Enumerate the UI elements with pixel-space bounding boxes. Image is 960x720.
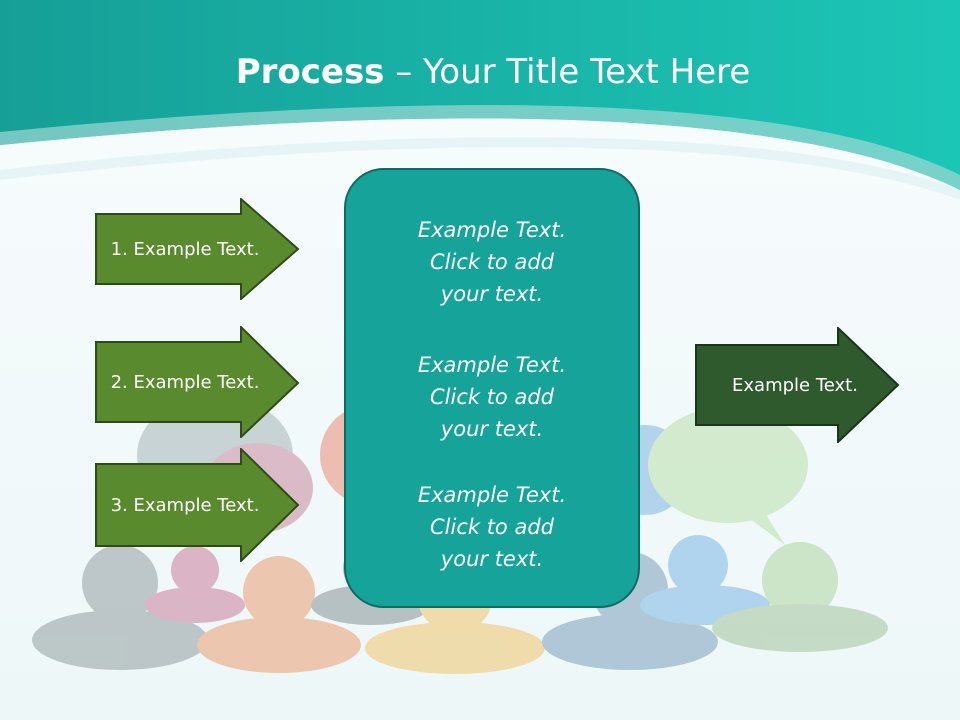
result-arrow[interactable]: Example Text. [695, 327, 900, 443]
step-label-2: 2. Example Text. [110, 371, 260, 393]
step-arrow-1[interactable]: 1. Example Text. [95, 198, 300, 300]
center-paragraph-1: Example Text. Click to add your text. [346, 214, 638, 310]
center-paragraph-2: Example Text. Click to add your text. [346, 349, 638, 445]
result-label: Example Text. [732, 374, 858, 396]
paragraph-3-line-2: Click to add [429, 515, 554, 539]
paragraph-2-line-3: your text. [440, 417, 544, 441]
step-arrow-3[interactable]: 3. Example Text. [95, 448, 300, 562]
paragraph-3-line-1: Example Text. [417, 483, 567, 507]
step-label-3: 3. Example Text. [110, 494, 260, 516]
step-label-1: 1. Example Text. [110, 238, 260, 260]
title-rest: – Your Title Text Here [384, 52, 751, 92]
paragraph-1-line-3: your text. [440, 282, 544, 306]
paragraph-2-line-1: Example Text. [417, 353, 567, 377]
paragraph-2-line-2: Click to add [429, 385, 554, 409]
paragraph-1-line-1: Example Text. [417, 218, 567, 242]
step-arrow-2[interactable]: 2. Example Text. [95, 326, 300, 438]
title-bold: Process [235, 52, 385, 92]
center-text-box[interactable]: Example Text. Click to add your text. Ex… [344, 168, 640, 608]
paragraph-1-line-2: Click to add [429, 250, 554, 274]
paragraph-3-line-3: your text. [440, 547, 544, 571]
center-paragraph-3: Example Text. Click to add your text. [346, 479, 638, 575]
slide-title: Process – Your Title Text Here [0, 52, 960, 92]
